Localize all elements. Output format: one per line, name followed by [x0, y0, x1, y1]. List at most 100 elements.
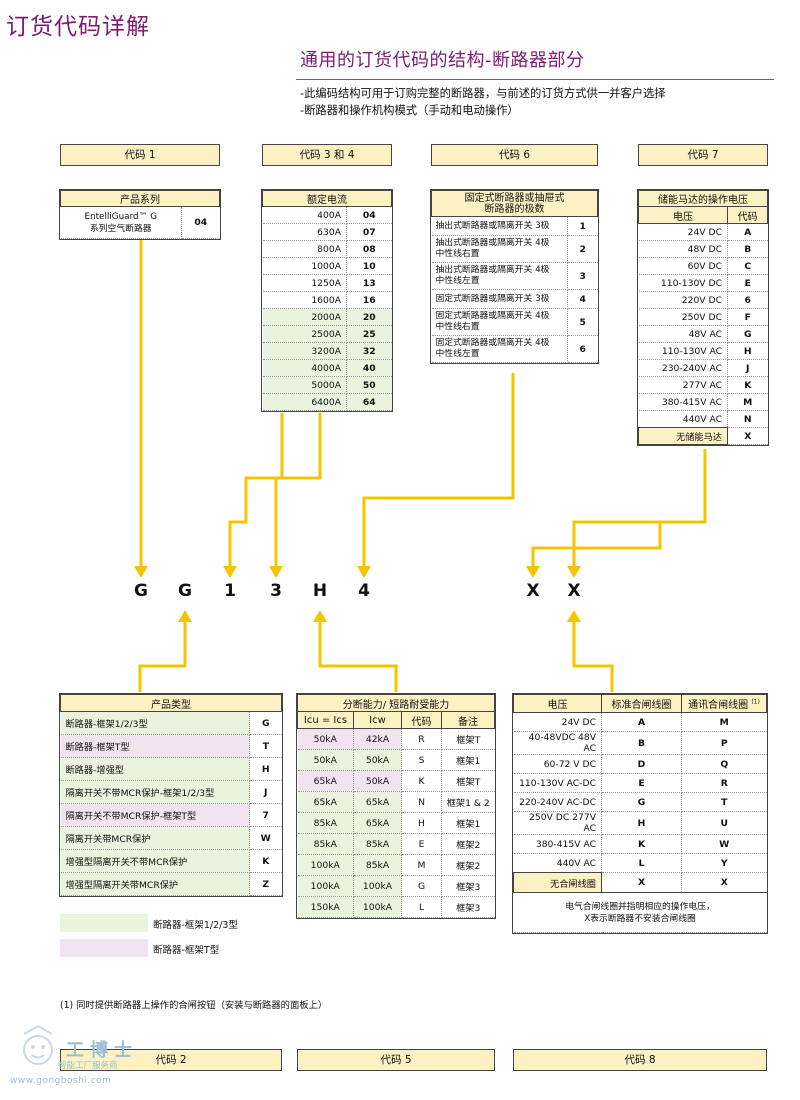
product-series-code: 04: [181, 206, 220, 239]
product-type-label: 增强型隔离开关不带MCR保护: [60, 849, 250, 873]
arrow-code7-b: [531, 520, 705, 566]
rated-current-value: 6400A: [262, 393, 347, 411]
breaking-col-note: 备注: [441, 711, 495, 729]
breaking-icu: 100kA: [297, 875, 354, 897]
breaking-icw: 65kA: [353, 812, 402, 834]
breaking-note: 框架3: [441, 875, 495, 897]
breaking-code: N: [401, 791, 442, 813]
coil-standard-code: H: [601, 811, 682, 835]
poles-code: 1: [567, 216, 598, 236]
poles-line1: 固定式断路器或隔离开关 4极: [435, 338, 550, 348]
coil-col-standard: 标准合闸线圈: [601, 694, 682, 713]
poles-description: 固定式断路器或隔离开关 3极: [431, 289, 568, 309]
rated-current-code: 20: [346, 308, 392, 326]
motor-voltage-col-voltage: 电压: [638, 206, 728, 224]
rated-current-value: 2500A: [262, 325, 347, 343]
breaking-code: S: [401, 749, 442, 771]
breaking-icu: 85kA: [297, 833, 354, 855]
product-type-code: H: [249, 757, 282, 781]
product-type-code: K: [249, 849, 282, 873]
coil-comm-code: W: [681, 834, 767, 854]
breaking-icu: 65kA: [297, 791, 354, 813]
breaking-icw: 100kA: [353, 875, 402, 897]
legend-swatch-pink: [60, 939, 148, 957]
breaking-note: 框架T: [441, 770, 495, 792]
motor-voltage-code: B: [727, 240, 768, 258]
breaking-icw: 85kA: [353, 833, 402, 855]
breaking-icu: 50kA: [297, 749, 354, 771]
motor-voltage-code: N: [727, 410, 768, 428]
coil-standard-code: E: [601, 773, 682, 793]
rated-current-value: 400A: [262, 206, 347, 224]
code-letter-2: G: [178, 581, 192, 601]
code-letter-6: 4: [358, 581, 370, 601]
breaking-icu: 150kA: [297, 896, 354, 918]
breaking-note: 框架2: [441, 833, 495, 855]
page-title: 订货代码详解: [6, 14, 150, 40]
motor-voltage-code: E: [727, 274, 768, 292]
arrow-code7-a: [572, 449, 707, 566]
rated-current-value: 630A: [262, 223, 347, 241]
title-divider: [296, 79, 774, 80]
breaking-note: 框架3: [441, 896, 495, 918]
arrow-code34-a: [228, 413, 284, 566]
breaking-icw: 50kA: [353, 770, 402, 792]
poles-line2: 中性线左置: [435, 276, 480, 286]
poles-line1: 固定式断路器或隔离开关 3极: [435, 293, 550, 304]
coil-none-comm: X: [681, 872, 767, 893]
breaking-icw: 85kA: [353, 854, 402, 876]
breaking-code: K: [401, 770, 442, 792]
code-3-4-header: 代码 3 和 4: [262, 144, 392, 166]
motor-voltage-value: 250V DC: [638, 308, 728, 326]
coil-voltage: 60-72 V DC: [513, 754, 602, 774]
poles-description: 固定式断路器或隔离开关 4极中性线右置: [431, 308, 568, 336]
motor-voltage-col-code: 代码: [727, 206, 768, 224]
motor-voltage-header: 储能马达的操作电压: [638, 190, 768, 207]
motor-voltage-value: 48V DC: [638, 240, 728, 258]
breaking-icu: 100kA: [297, 854, 354, 876]
rated-current-code: 04: [346, 206, 392, 224]
breaking-col-icu: Icu = Ics: [297, 711, 354, 729]
product-type-code: 7: [249, 803, 282, 827]
rated-current-code: 32: [346, 342, 392, 360]
breaking-code: E: [401, 833, 442, 855]
rated-current-value: 800A: [262, 240, 347, 258]
code-letter-5: H: [312, 581, 328, 601]
coil-comm-code: R: [681, 773, 767, 793]
coil-none-standard: X: [601, 872, 682, 893]
product-type-label: 隔离开关不带MCR保护-框架1/2/3型: [60, 780, 250, 804]
breaking-col-icw: Icw: [353, 711, 402, 729]
product-type-code: Z: [249, 872, 282, 896]
poles-code: 2: [567, 235, 598, 263]
coil-voltage: 24V DC: [513, 712, 602, 732]
intro-line-1: -此编码结构可用于订购完整的断路器，与前述的订货方式供一并客户选择: [300, 87, 666, 100]
breaking-icu: 50kA: [297, 728, 354, 750]
product-series-name: EntelliGuard™ G 系列空气断路器: [60, 206, 182, 239]
product-series-header: 产品系列: [60, 190, 220, 207]
coil-standard-code: B: [601, 731, 682, 755]
product-type-label: 断路器-增强型: [60, 757, 250, 781]
product-type-code: G: [249, 711, 282, 735]
motor-voltage-code: K: [727, 376, 768, 394]
